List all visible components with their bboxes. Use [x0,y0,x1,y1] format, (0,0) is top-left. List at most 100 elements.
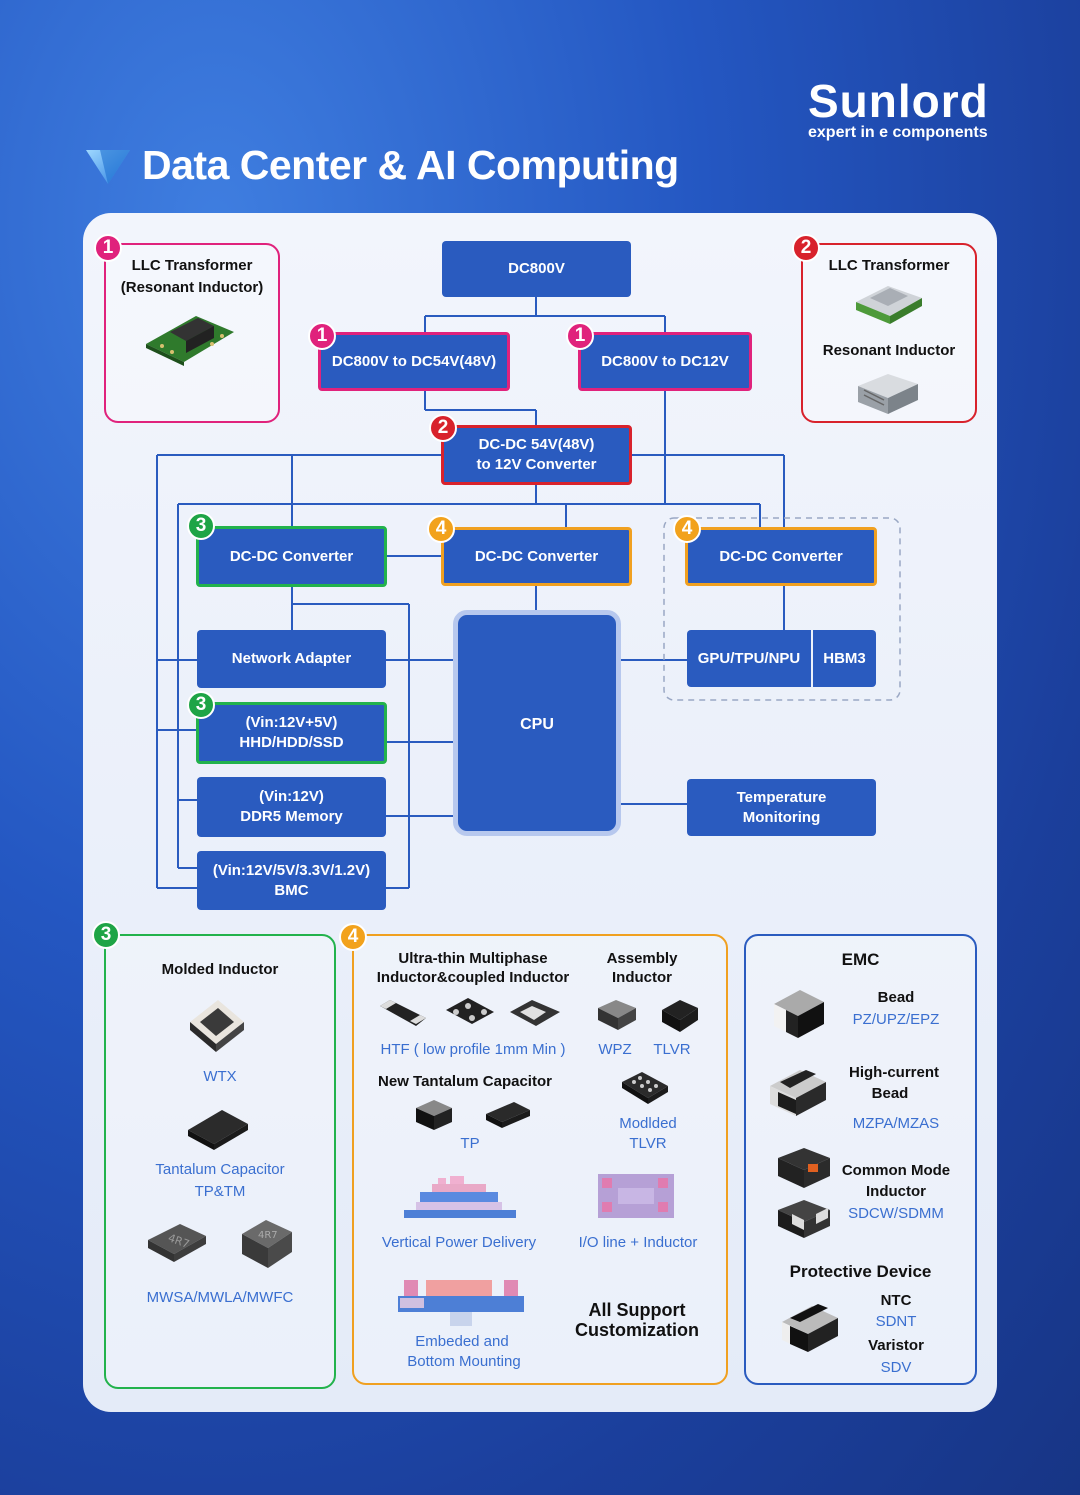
dcdc-54v-to-12v-box: DC-DC 54V(48V) to 12V Converter [441,425,632,485]
tantalum-capacitor-icon [188,1110,248,1150]
hc-bead-label-1: High-current [849,1064,939,1081]
dcdc-converter-left-box: DC-DC Converter [196,526,387,587]
gpu-box: GPU/TPU/NPU [687,630,811,687]
dc800v-to-dc54v-box: DC800V to DC54V(48V) [318,332,510,391]
wtx-inductor-icon [190,1000,244,1052]
tptm-label: TP&TM [194,1183,246,1200]
high-current-bead-icon [770,1070,826,1116]
support-line2: Customization [575,1320,699,1340]
badge-4-multiphase: 4 [339,923,367,951]
dc800v-to-dc12v-box: DC800V to DC12V [578,332,752,391]
brand-name: Sunlord [808,75,989,127]
hc-bead-parts-label: MZPA/MZAS [852,1115,940,1132]
ddr5-memory-box: (Vin:12V) DDR5 Memory [197,777,386,837]
llc-transformer-icon [856,286,922,324]
bead-label: Bead [877,989,915,1006]
protective-device-title: Protective Device [789,1262,932,1281]
bmc-box: (Vin:12V/5V/3.3V/1.2V) BMC [197,851,386,910]
llc-transformer-board-icon [146,316,234,366]
embedded-mounting-icon [398,1280,524,1326]
triangle-logo-icon [86,150,130,184]
wpz-label: WPZ [598,1041,632,1058]
mwsa-marking-2: 4R7 [258,1230,278,1241]
multiphase-title-2: Inductor&coupled Inductor [376,969,570,986]
io-label: I/O line + Inductor [578,1234,698,1251]
vertical-power-delivery-icon [404,1176,516,1218]
resonant-inductor-icon [858,374,918,414]
temp-line1: Temperature [736,788,827,806]
ddr5-line1: (Vin:12V) [259,788,324,805]
badge-1-12v: 1 [566,322,594,350]
bmc-line2: BMC [274,881,309,899]
cm-label-2: Inductor [866,1183,926,1200]
ddr5-line2: DDR5 Memory [240,808,343,825]
badge-4-dcdc-mid: 4 [427,515,455,543]
dcdc-converter-mid-box: DC-DC Converter [441,527,632,586]
temp-line2: Monitoring [742,808,821,826]
mwfc-inductor-icon: 4R7 [242,1220,292,1268]
badge-2-llc-right: 2 [792,234,820,262]
llc-right-title: LLC Transformer [828,257,950,274]
dcdc-54v-line1: DC-DC 54V(48V) [478,436,595,453]
badge-3-storage: 3 [187,691,215,719]
llc-left-line2: (Resonant Inductor) [120,279,264,296]
bmc-line1: (Vin:12V/5V/3.3V/1.2V) [212,861,371,879]
mwsa-label: MWSA/MWLA/MWFC [146,1289,294,1306]
ntc-label: NTC [880,1292,912,1309]
storage-line2: HHD/HDD/SSD [239,734,344,751]
sdnt-label: SDNT [875,1313,917,1330]
vertical-label: Vertical Power Delivery [381,1234,537,1251]
assembly-title-2: Inductor [612,969,672,986]
ntc-varistor-icon [782,1304,838,1352]
modded-label-1: Modlded [619,1115,677,1132]
llc-left-line1: LLC Transformer [131,257,253,274]
modded-label-2: TLVR [629,1135,667,1152]
tp-capacitor-icon [416,1100,530,1130]
storage-line1: (Vin:12V+5V) [245,714,338,731]
storage-box: (Vin:12V+5V) HHD/HDD/SSD [196,702,387,764]
bead-parts-label: PZ/UPZ/EPZ [852,1011,940,1028]
molded-title: Molded Inductor [161,961,279,978]
tp-label: TP [460,1135,480,1152]
multiphase-title-1: Ultra-thin Multiphase [398,950,548,967]
resonant-inductor-label: Resonant Inductor [822,342,956,359]
brand-logo: Sunlord expert in e components [808,78,989,142]
wtx-label: WTX [203,1068,237,1085]
embedded-label-1: Embeded and [415,1333,509,1350]
dcdc-converter-right-box: DC-DC Converter [685,527,877,586]
assembly-title-1: Assembly [606,950,678,967]
dc800v-box: DC800V [442,241,631,297]
bead-icon [774,990,824,1038]
hc-bead-label-2: Bead [871,1085,909,1102]
modded-tlvr-icon [622,1072,668,1104]
tantalum-label: Tantalum Capacitor [155,1161,285,1178]
emc-title: EMC [841,950,880,969]
badge-3-molded: 3 [92,921,120,949]
page-title: Data Center & AI Computing [142,142,679,188]
badge-1-llc-left: 1 [94,234,122,262]
io-line-inductor-icon [598,1174,674,1218]
assembly-inductors-icon [598,1000,698,1032]
varistor-label: Varistor [868,1337,924,1354]
cm-label-1: Common Mode [841,1162,951,1179]
support-line1: All Support [588,1300,686,1320]
sdv-label: SDV [880,1359,912,1376]
hbm3-box: HBM3 [813,630,876,687]
badge-3-dcdc-left: 3 [187,512,215,540]
temperature-monitoring-box: Temperature Monitoring [687,779,876,836]
cpu-box: CPU [453,610,621,836]
tantalum-title: New Tantalum Capacitor [378,1073,552,1090]
badge-1-54v: 1 [308,322,336,350]
htf-inductors-icon [380,998,560,1026]
common-mode-inductor-icon-1 [778,1148,830,1188]
embedded-label-2: Bottom Mounting [407,1353,521,1370]
badge-4-dcdc-right: 4 [673,515,701,543]
tlvr-label: TLVR [653,1041,691,1058]
common-mode-inductor-icon-2 [778,1200,830,1238]
brand-tagline: expert in e components [808,124,988,141]
mwsa-inductor-icon: 4R7 [148,1224,206,1262]
cm-parts-label: SDCW/SDMM [848,1205,944,1222]
htf-label: HTF ( low profile 1mm Min ) [380,1041,566,1058]
